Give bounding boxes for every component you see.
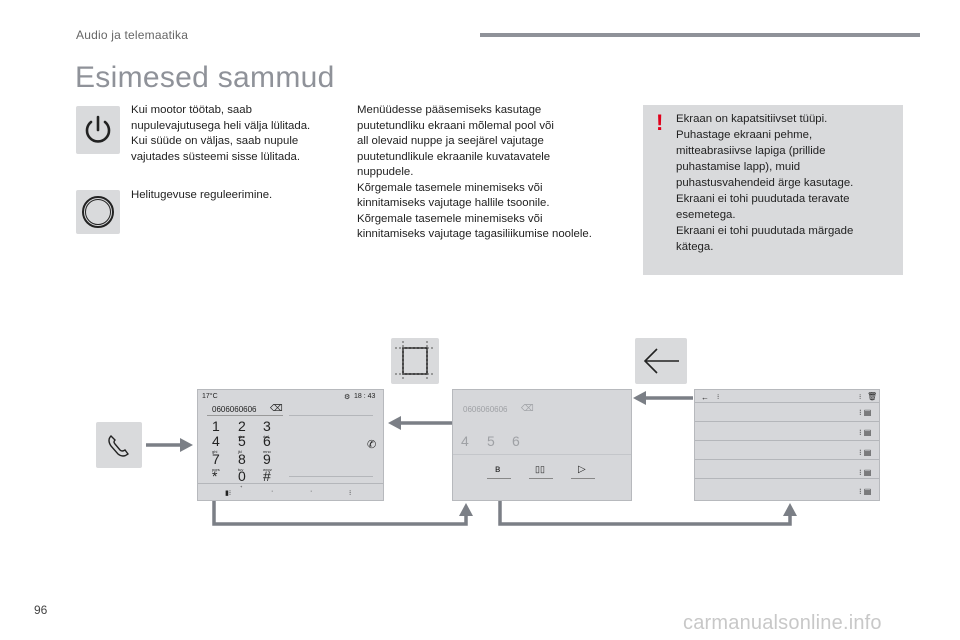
dialed-number: 0606060606 (212, 405, 257, 414)
key-4-faded: 4 (461, 433, 469, 449)
key-5-faded: 5 (487, 433, 495, 449)
warning-text: Ekraan on kapatsitiivset tüüpi. Puhastag… (676, 113, 854, 253)
row-icon[interactable]: ⁝ ▤ (859, 408, 872, 417)
backspace-icon[interactable]: ⌫ (270, 403, 283, 413)
list-row[interactable] (695, 441, 879, 460)
key-2[interactable]: 2 (238, 418, 246, 434)
header-bar (480, 33, 920, 37)
bluetooth-button[interactable]: ʙ (487, 463, 511, 479)
key-3-sub: def (263, 434, 269, 439)
phone-contacts-icon: ▯▯ (535, 464, 545, 474)
list-row[interactable] (695, 460, 879, 479)
key-0-sub: + (240, 484, 243, 489)
bottom-bar (198, 483, 383, 484)
key-3[interactable]: 3 (263, 418, 271, 434)
row-icon[interactable]: ⁝ ▤ (859, 487, 872, 496)
row-icon[interactable]: ⁝ ▤ (859, 448, 872, 457)
menu-dots-3[interactable]: ⁝ (349, 490, 352, 497)
gray-zone-icon (395, 341, 435, 381)
section-header: Audio ja telemaatika (76, 28, 189, 42)
screen-dialer: 17°C 18 : 43 ⚙ 0606060606 ⌫ 1 2 abc 3 de… (197, 389, 384, 501)
power-icon (85, 115, 111, 143)
power-icon-box (76, 106, 120, 154)
backspace-icon-faded: ⌫ (521, 403, 534, 413)
list-menu-dots[interactable]: ⁝ (717, 394, 720, 401)
key-8-sub: tuv (238, 467, 244, 472)
list-row[interactable] (695, 390, 879, 403)
key-5[interactable]: 5 (238, 433, 246, 449)
menu-dot-2[interactable]: · (310, 488, 313, 495)
play-button[interactable]: ▷ (571, 463, 595, 479)
faded-divider (453, 454, 631, 455)
key-8[interactable]: 8 (238, 451, 246, 467)
list-top-dots[interactable]: ⁝ (859, 394, 862, 401)
key-6[interactable]: 6 (263, 433, 271, 449)
trash-icon[interactable]: 🗑 (867, 392, 878, 401)
key-6-faded: 6 (512, 433, 520, 449)
bluetooth-icon: ʙ (495, 464, 501, 475)
key-7-sub: pqrs (212, 467, 220, 472)
key-0[interactable]: 0 (238, 468, 246, 484)
battery-icon: ▮⁝ (225, 490, 232, 497)
back-arrow-icon (643, 348, 679, 374)
key-star[interactable]: * (212, 468, 218, 484)
key-6-sub: mno (263, 449, 271, 454)
back-arrow-icon-box (635, 338, 687, 384)
warning-box: ! Ekraan on kapatsitiivset tüüpi. Puhast… (643, 105, 903, 275)
temperature: 17°C (202, 393, 218, 400)
key-4[interactable]: 4 (212, 433, 220, 449)
screen-list: ← ⁝ ⁝ 🗑 ⁝ ▤ ⁝ ▤ ⁝ ▤ ⁝ ▤ ⁝ ▤ (694, 389, 880, 501)
key-1[interactable]: 1 (212, 418, 220, 434)
key-9[interactable]: 9 (263, 451, 271, 467)
clock: 18 : 43 (354, 393, 376, 400)
warning-mark: ! (656, 110, 664, 135)
menu-description: Menüüdesse pääsemiseks kasutage puutetun… (357, 104, 592, 240)
power-description: Kui mootor töötab, saab nupulevajutusega… (131, 104, 311, 163)
key-4-sub: ghi (212, 449, 218, 454)
key-5-sub: jkl (238, 449, 242, 454)
settings-icon[interactable]: ⚙ (344, 394, 351, 401)
menu-dot-1[interactable]: · (271, 488, 274, 495)
call-icon[interactable]: ✆ (367, 439, 377, 451)
page-number: 96 (34, 603, 48, 617)
key-9-sub: wxyz (263, 467, 272, 472)
play-icon: ▷ (578, 464, 586, 475)
key-2-sub: abc (238, 434, 245, 439)
key-7[interactable]: 7 (212, 451, 220, 467)
list-row[interactable] (695, 403, 879, 422)
list-back-icon[interactable]: ← (701, 393, 709, 402)
list-row[interactable] (695, 422, 879, 441)
key-hash[interactable]: # (263, 468, 271, 484)
page-title: Esimesed sammud (75, 61, 335, 94)
phone-icon (108, 435, 129, 457)
row-icon[interactable]: ⁝ ▤ (859, 468, 872, 477)
number-underline (207, 415, 283, 416)
volume-knob-icon (82, 196, 114, 228)
watermark: carmanualsonline.info (683, 612, 882, 634)
row-icon[interactable]: ⁝ ▤ (859, 428, 872, 437)
dialed-number-faded: 0606060606 (463, 405, 508, 414)
volume-description: Helitugevuse reguleerimine. (131, 189, 273, 201)
phone-icon-box (96, 422, 142, 468)
screen-grayzone: 0606060606 ⌫ 4 5 6 ʙ ▯▯ ▷ (452, 389, 632, 501)
contacts-button[interactable]: ▯▯ (529, 463, 553, 479)
gray-zone-icon-box (391, 338, 439, 384)
call-area (289, 415, 373, 477)
volume-icon-box (76, 190, 120, 234)
